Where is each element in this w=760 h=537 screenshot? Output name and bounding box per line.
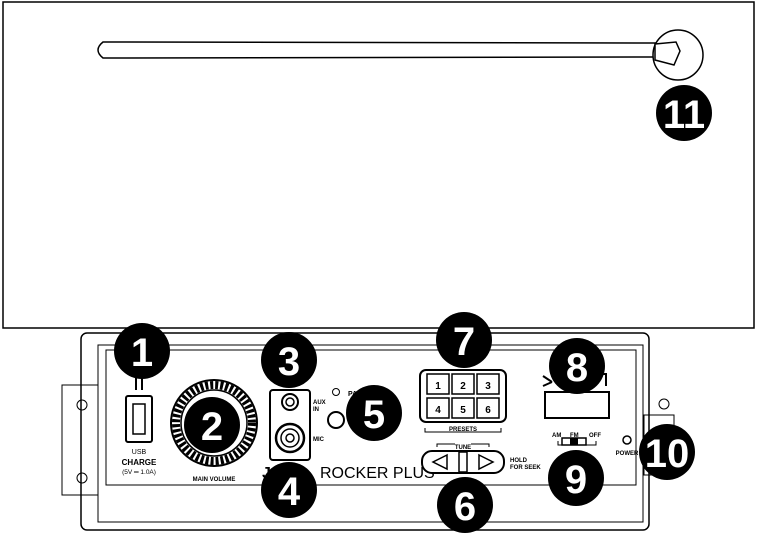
charge-spec: (5V ═ 1.0A) — [122, 469, 156, 476]
aux-in-label-line1: AUX — [313, 400, 326, 406]
radio-display — [544, 391, 610, 419]
preset-label-2: 2 — [460, 381, 466, 392]
svg-text:8: 8 — [566, 346, 588, 390]
svg-text:2: 2 — [201, 405, 223, 449]
preset-label-5: 5 — [460, 405, 466, 416]
callout-1: 1 — [114, 323, 170, 379]
preset-button[interactable] — [476, 397, 500, 419]
callout-9: 9 — [548, 450, 604, 506]
top-view-outline — [2, 1, 755, 329]
tune-up-icon[interactable] — [478, 453, 495, 471]
pair-label: PA — [348, 391, 357, 398]
usb-charge-port[interactable] — [125, 374, 153, 443]
callout-4: 4 — [261, 462, 317, 518]
power-label: POWER — [616, 451, 639, 457]
for-seek-label: FOR SEEK — [510, 465, 541, 471]
preset-button[interactable] — [426, 373, 450, 395]
callout-8: 8 — [549, 338, 605, 394]
callout-7: 7 — [436, 312, 492, 368]
presets-label: PRESETS — [449, 427, 477, 433]
band-off-label: OFF — [589, 433, 601, 439]
callout-10: 10 — [639, 424, 695, 480]
preset-button[interactable] — [476, 373, 500, 395]
tune-label: TUNE — [455, 445, 471, 451]
mic-jack[interactable] — [274, 422, 306, 454]
svg-text:6: 6 — [454, 485, 476, 529]
preset-button[interactable] — [451, 397, 475, 419]
tune-rocker[interactable] — [421, 450, 505, 474]
svg-text:1: 1 — [131, 331, 153, 375]
svg-text:4: 4 — [278, 470, 301, 514]
antenna — [97, 29, 704, 81]
callout-5: 5 — [346, 385, 402, 441]
mic-label: MIC — [313, 437, 325, 443]
charge-label: CHARGE — [122, 458, 157, 467]
callout-6: 6 — [437, 477, 493, 533]
power-led — [622, 435, 632, 445]
svg-text:10: 10 — [645, 432, 690, 476]
svg-text:7: 7 — [453, 320, 475, 364]
band-fm-label: FM — [570, 433, 579, 439]
aux-in-jack[interactable] — [281, 393, 299, 411]
callout-2: 2 — [184, 397, 240, 453]
usb-label: USB — [132, 449, 147, 456]
preset-button[interactable] — [451, 373, 475, 395]
preset-label-1: 1 — [435, 381, 441, 392]
svg-text:9: 9 — [565, 458, 587, 502]
preset-label-6: 6 — [485, 405, 491, 416]
pair-led — [332, 388, 340, 396]
aux-in-label-line2: IN — [313, 407, 319, 413]
callout-3: 3 — [261, 332, 317, 388]
svg-text:5: 5 — [363, 393, 385, 437]
pair-button[interactable] — [327, 411, 345, 429]
preset-label-3: 3 — [485, 381, 491, 392]
hold-label: HOLD — [510, 458, 528, 464]
svg-text:11: 11 — [663, 93, 705, 137]
band-selector-switch[interactable] — [557, 437, 597, 446]
presets-keypad — [419, 369, 507, 423]
tune-down-icon[interactable] — [431, 453, 448, 471]
svg-text:3: 3 — [278, 340, 300, 384]
band-am-label: AM — [552, 433, 561, 439]
preset-label-4: 4 — [435, 405, 441, 416]
brand-logo: ROCKER PLUS — [320, 465, 435, 482]
callout-11: 11 — [656, 85, 712, 141]
main-volume-label: MAIN VOLUME — [193, 477, 236, 483]
preset-button[interactable] — [426, 397, 450, 419]
